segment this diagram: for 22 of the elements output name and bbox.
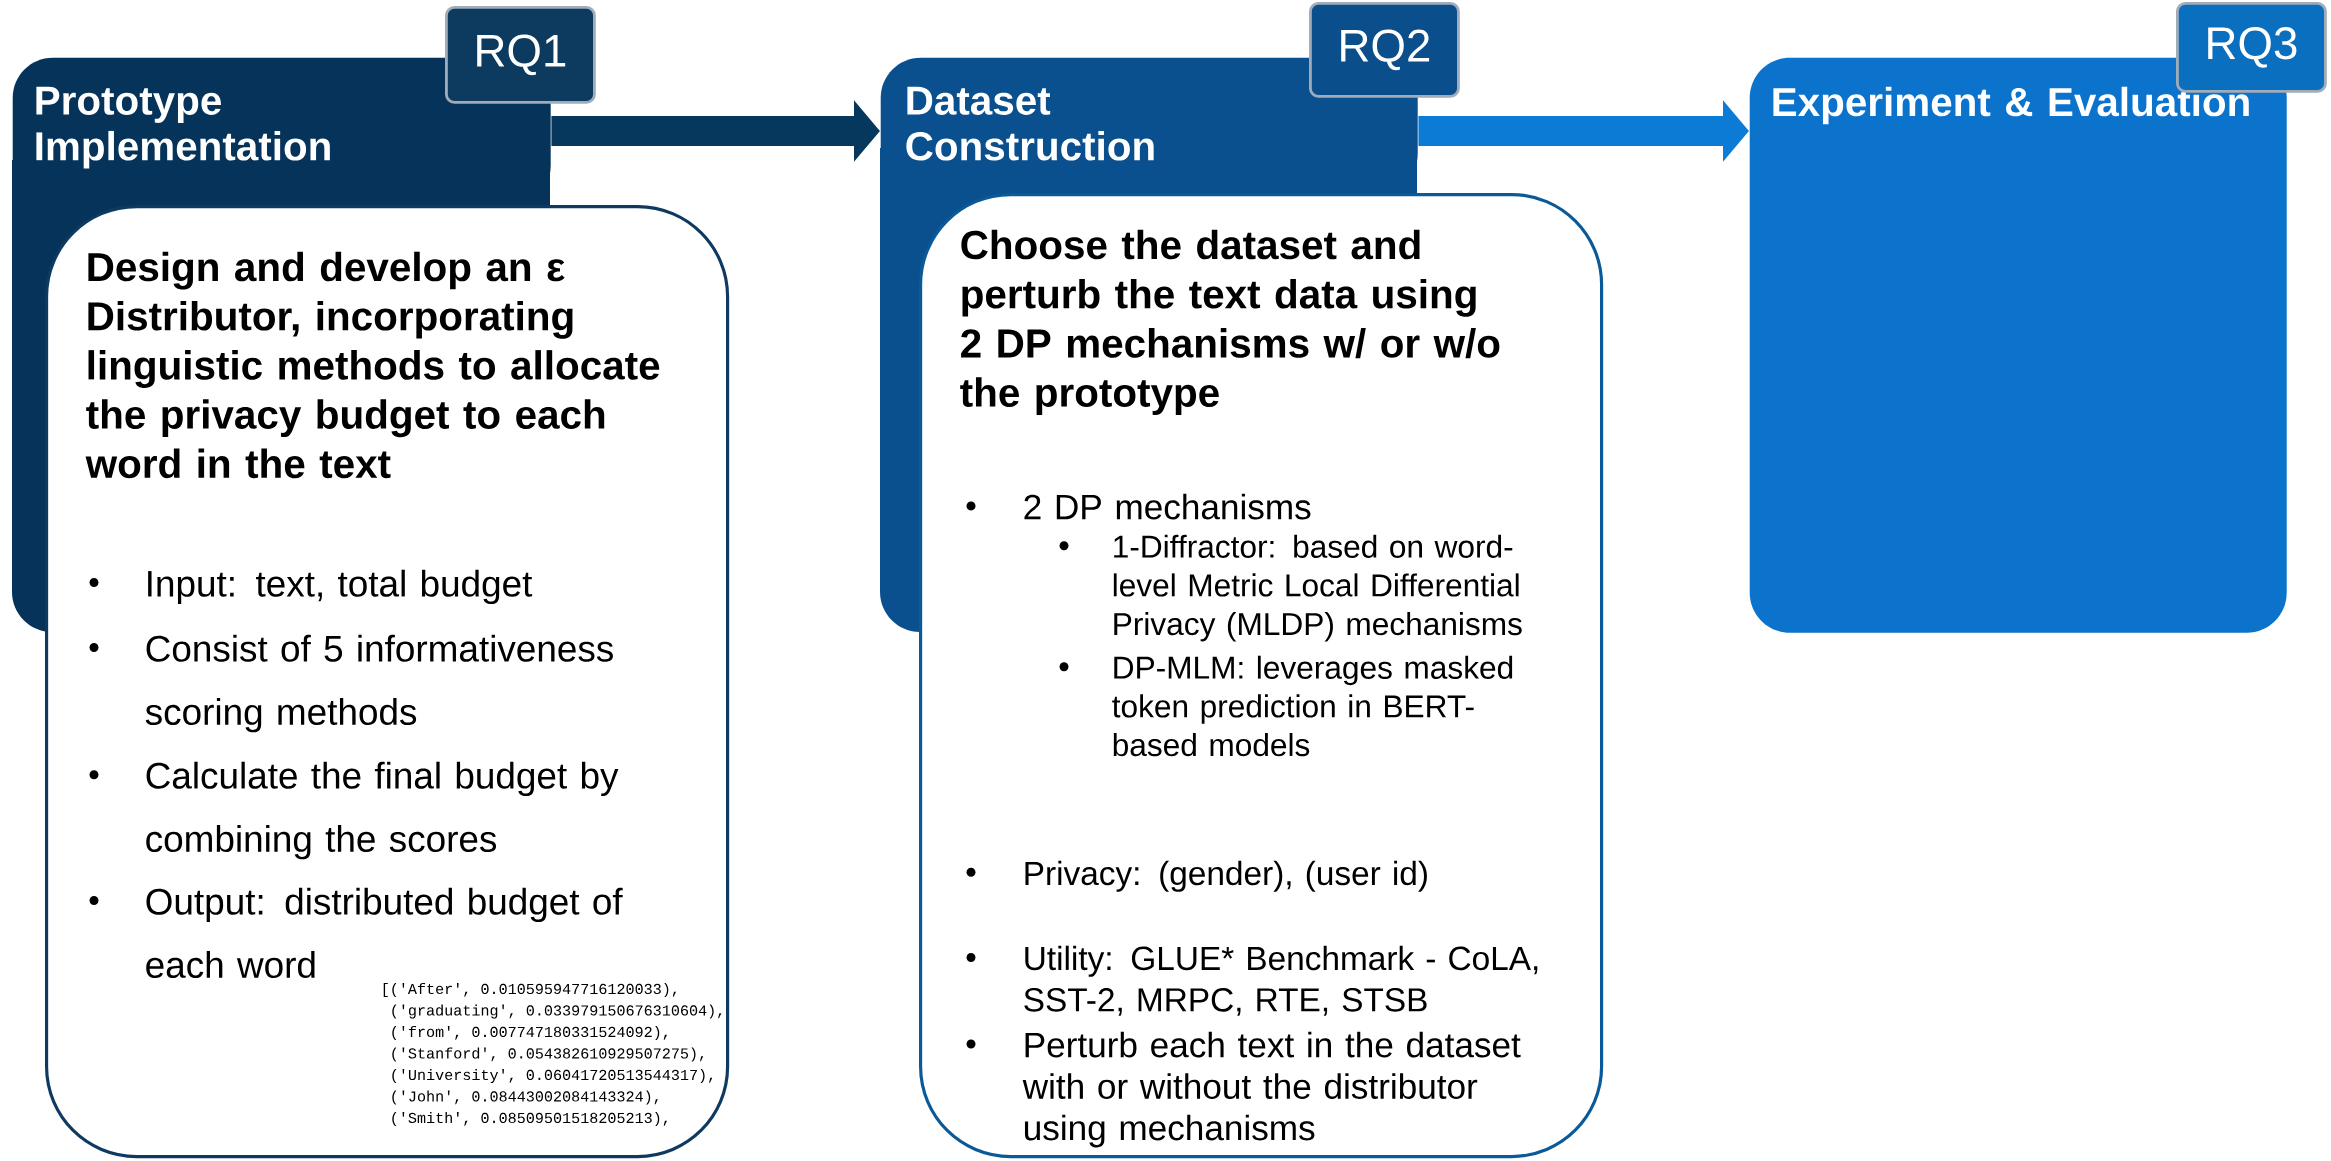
code-line: [('After', 0.010595947716120033),: [383, 983, 676, 998]
bullet-item: Perturb each text in the dataset with or without the distributor using mechanisms: [966, 1031, 1521, 1148]
code-line: ('Smith', 0.08509501518205213),: [392, 1112, 667, 1127]
code-line: ('from', 0.007747180331524092),: [392, 1026, 667, 1041]
bullet-item: Input: text, total budget: [89, 569, 533, 605]
rq-badge: RQ3: [2176, 2, 2327, 93]
code-line: ('Stanford', 0.054382610929507275),: [392, 1047, 704, 1062]
card-heading: Choose the dataset and perturb the text data using 2 DP mechanisms w/ or w/o the prototype: [960, 229, 1500, 415]
rq-badge: RQ1: [445, 6, 596, 104]
bullet-item: Utility: GLUE* Benchmark - CoLA, SST-2, MRPC, RTE, STSB: [966, 945, 1538, 1016]
bullet-item: 2 DP mechanisms: [966, 493, 1311, 520]
bullet-item: DP-MLM: leverages masked token prediction in BERT-based models: [1059, 655, 1513, 757]
bullet-item: Calculate the final budget by combining the scores: [89, 761, 619, 860]
code-line: ('University', 0.06041720513544317),: [392, 1069, 713, 1084]
bullet-item: Output: distributed budget of each word: [89, 887, 623, 979]
bullet-item: Privacy: (gender), (user id): [966, 860, 1427, 892]
bullet-item: Consist of 5 informativeness scoring methods: [89, 634, 613, 733]
rq-badge: RQ2: [1309, 2, 1460, 98]
bullet-item: 1-Diffractor: based on word-level Metric Local Differential Privacy (MLDP) mechanisms: [1059, 534, 1522, 642]
code-line: ('graduating', 0.033979150676310604),: [392, 1004, 722, 1019]
card-heading: Design and develop an ε Distributor, incorporating linguistic methods to allocate the privacy budget to each word in the text: [85, 251, 660, 479]
code-line: ('John', 0.08443002084143324),: [392, 1090, 658, 1105]
